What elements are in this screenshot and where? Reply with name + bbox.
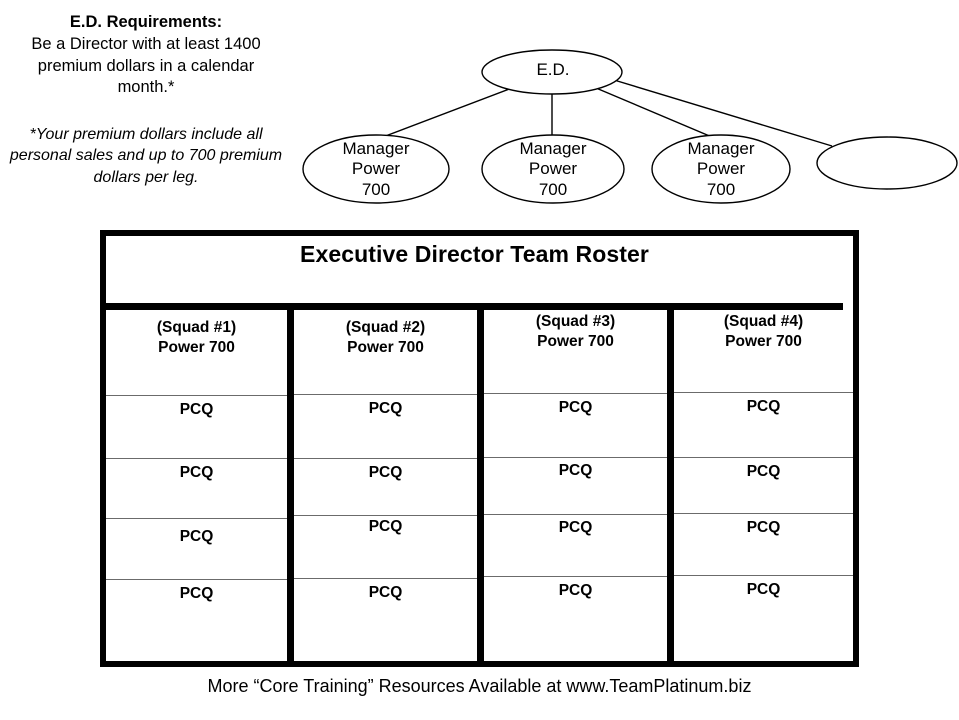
node-ed-ellipse[interactable]	[481, 49, 623, 95]
table-row[interactable]: PCQ	[484, 393, 667, 457]
table-row[interactable]: PCQ	[674, 392, 853, 457]
node-manager-3-ellipse[interactable]	[651, 134, 791, 204]
roster-column-squad-3: (Squad #3) Power 700 PCQ PCQ PCQ PCQ	[477, 310, 667, 661]
connector-line-3	[595, 87, 720, 141]
cell-pcq: PCQ	[558, 462, 593, 479]
table-row[interactable]: PCQ	[294, 458, 477, 515]
table-row[interactable]: PCQ	[106, 458, 287, 518]
cell-pcq: PCQ	[558, 519, 593, 536]
squad-1-header-line2: Power 700	[158, 339, 235, 357]
roster-column-squad-4: (Squad #4) Power 700 PCQ PCQ PCQ PCQ	[667, 310, 853, 661]
table-row[interactable]: PCQ	[674, 513, 853, 575]
connector-line-4	[613, 79, 833, 147]
cell-pcq: PCQ	[179, 401, 214, 418]
cell-pcq: PCQ	[368, 518, 403, 535]
table-row[interactable]: PCQ	[484, 576, 667, 643]
cell-pcq: PCQ	[746, 463, 781, 480]
roster-title-row: Executive Director Team Roster	[106, 236, 843, 310]
cell-pcq: PCQ	[179, 528, 214, 545]
connector-line-1	[374, 87, 513, 141]
squad-1-header: (Squad #1) Power 700	[106, 318, 287, 358]
table-row[interactable]: PCQ	[106, 579, 287, 643]
table-row[interactable]: PCQ	[484, 457, 667, 514]
table-row[interactable]: PCQ	[106, 395, 287, 458]
org-chart-diagram	[302, 49, 958, 204]
roster-table: Executive Director Team Roster (Squad #1…	[100, 230, 859, 667]
node-manager-1-ellipse[interactable]	[302, 134, 450, 204]
requirements-title: E.D. Requirements:	[69, 13, 223, 31]
cell-pcq: PCQ	[746, 581, 781, 598]
roster-columns: (Squad #1) Power 700 PCQ PCQ PCQ PCQ	[106, 310, 853, 661]
cell-pcq: PCQ	[558, 399, 593, 416]
cell-pcq: PCQ	[179, 464, 214, 481]
cell-pcq: PCQ	[368, 400, 403, 417]
roster-column-squad-1: (Squad #1) Power 700 PCQ PCQ PCQ PCQ	[106, 310, 287, 661]
cell-pcq: PCQ	[746, 398, 781, 415]
cell-pcq: PCQ	[746, 519, 781, 536]
table-row[interactable]: PCQ	[674, 575, 853, 643]
squad-4-header-line2: Power 700	[725, 333, 802, 351]
requirements-block: E.D. Requirements: Be a Director with at…	[0, 12, 292, 98]
cell-pcq: PCQ	[179, 585, 214, 602]
requirements-body: Be a Director with at least 1400 premium…	[31, 35, 261, 96]
squad-3-header-line2: Power 700	[537, 333, 614, 351]
cell-pcq: PCQ	[368, 464, 403, 481]
table-row[interactable]: PCQ	[294, 394, 477, 458]
footer-text: More “Core Training” Resources Available…	[207, 676, 752, 696]
squad-3-header-line1: (Squad #3)	[535, 313, 616, 330]
squad-3-header: (Squad #3) Power 700	[484, 312, 667, 352]
table-row[interactable]: PCQ	[674, 457, 853, 513]
squad-2-header-line1: (Squad #2)	[345, 319, 426, 336]
cell-pcq: PCQ	[558, 582, 593, 599]
node-open-slot-ellipse[interactable]	[816, 136, 958, 190]
squad-2-header-line2: Power 700	[347, 339, 424, 357]
requirements-footnote: *Your premium dollars include all person…	[9, 126, 283, 186]
squad-2-header: (Squad #2) Power 700	[294, 318, 477, 358]
cell-pcq: PCQ	[368, 584, 403, 601]
squad-1-header-line1: (Squad #1)	[156, 319, 237, 336]
roster-title: Executive Director Team Roster	[300, 241, 649, 267]
squad-4-header: (Squad #4) Power 700	[674, 312, 853, 352]
table-row[interactable]: PCQ	[294, 515, 477, 578]
table-row[interactable]: PCQ	[484, 514, 667, 576]
squad-4-header-line1: (Squad #4)	[723, 313, 804, 330]
table-row[interactable]: PCQ	[294, 578, 477, 643]
roster-column-squad-2: (Squad #2) Power 700 PCQ PCQ PCQ PCQ	[287, 310, 477, 661]
node-manager-2-ellipse[interactable]	[481, 134, 625, 204]
table-row[interactable]: PCQ	[106, 518, 287, 579]
